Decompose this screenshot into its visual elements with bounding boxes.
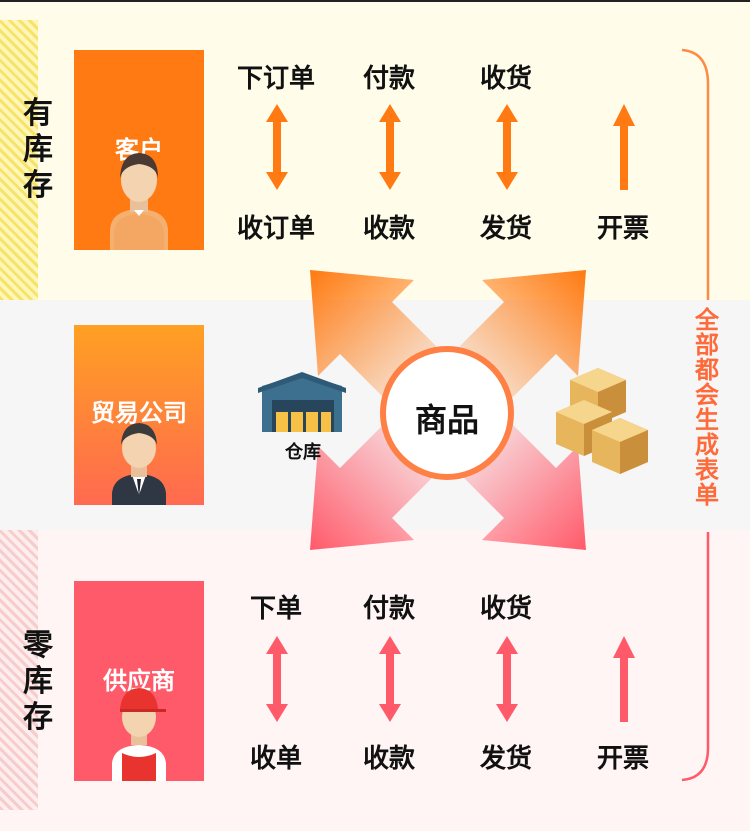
flow-invoice: 开票 — [596, 214, 649, 244]
zero-stock-label: 零库存 — [23, 628, 53, 735]
double-arrow-icon — [266, 104, 288, 190]
double-arrow-icon — [379, 636, 401, 722]
supplier-flow-invoice: 开票 — [596, 744, 649, 774]
supplier-flow-receive-order: 收单 — [249, 744, 302, 774]
flow-place-order: 下订单 — [236, 64, 315, 94]
double-arrow-icon — [496, 636, 518, 722]
boxes-icon — [556, 368, 648, 474]
stocked-label: 有库存 — [23, 96, 53, 203]
up-arrow-icon — [613, 104, 635, 190]
flow-receive-payment: 收款 — [362, 214, 415, 244]
product-circle: 商品 — [380, 346, 514, 480]
worker-avatar-icon — [112, 688, 166, 781]
supplier-flow-receive-payment: 收款 — [362, 744, 415, 774]
bracket-line — [681, 48, 710, 300]
bracket-label: 全部都会生成表单 — [695, 306, 719, 509]
up-arrow-icon — [613, 636, 635, 722]
double-arrow-icon — [266, 636, 288, 722]
trading-company-label: 贸易公司 — [91, 399, 187, 427]
supplier-card: 供应商 — [74, 581, 204, 781]
double-arrow-icon — [496, 104, 518, 190]
supplier-flow-place-order: 下单 — [249, 594, 302, 624]
bracket-line — [681, 532, 710, 782]
flow-receive-goods: 收货 — [479, 64, 532, 94]
customer-avatar-icon — [110, 153, 168, 250]
supplier-flow-receive-goods: 收货 — [479, 594, 532, 624]
supplier-flow-pay: 付款 — [362, 594, 415, 624]
stocked-stripe — [0, 20, 38, 300]
flow-pay: 付款 — [362, 64, 415, 94]
flow-ship-goods: 发货 — [479, 214, 532, 244]
customer-card: 客户 — [74, 50, 204, 250]
warehouse-label: 仓库 — [285, 442, 321, 463]
supplier-flow-ship-goods: 发货 — [479, 744, 532, 774]
warehouse-icon — [258, 372, 346, 432]
trading-company-card: 贸易公司 — [74, 325, 204, 505]
double-arrow-icon — [379, 104, 401, 190]
zero-stock-stripe — [0, 530, 38, 810]
businessman-avatar-icon — [112, 423, 166, 505]
product-label: 商品 — [414, 401, 479, 439]
flow-receive-order: 收订单 — [236, 214, 315, 244]
